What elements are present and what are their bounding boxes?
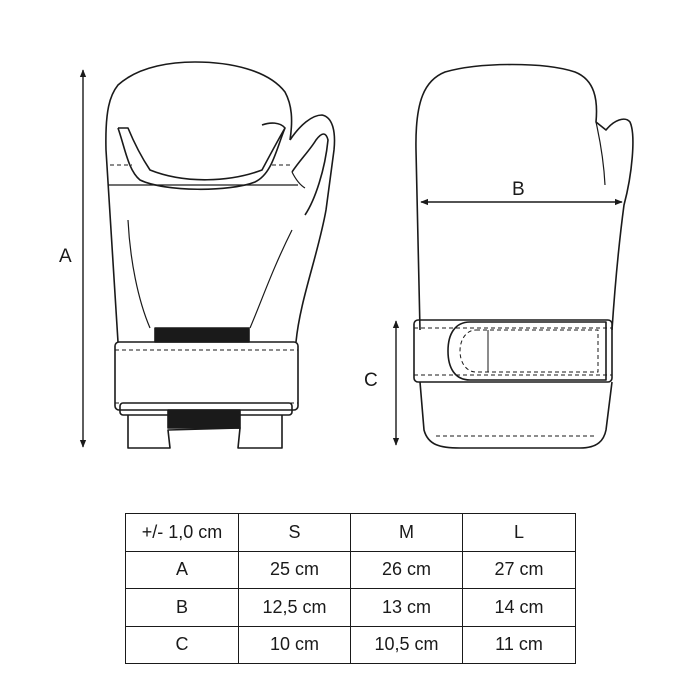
- dimension-b-label: B: [512, 179, 525, 200]
- table-cell: A: [125, 550, 239, 589]
- size-chart-table: +/- 1,0 cm S M L A 25 cm 26 cm 27 cm B 1…: [125, 513, 576, 664]
- glove-back-strap-tab: [447, 321, 607, 381]
- table-cell: C: [125, 625, 239, 664]
- table-cell: 13 cm: [350, 588, 463, 627]
- table-row: A 25 cm 26 cm 27 cm: [125, 550, 576, 589]
- glove-front-inner-dark: [167, 409, 241, 429]
- glove-front-view: [105, 61, 336, 449]
- table-cell: 10 cm: [238, 625, 351, 664]
- dimension-a-label: A: [59, 246, 72, 267]
- table-header-cell: +/- 1,0 cm: [125, 513, 239, 552]
- glove-back-view: [413, 63, 634, 449]
- dimension-c-label: C: [364, 370, 378, 391]
- glove-front-finger-pad: [117, 122, 286, 191]
- table-cell: 10,5 cm: [350, 625, 463, 664]
- table-header-row: +/- 1,0 cm S M L: [125, 513, 576, 552]
- table-header-cell: S: [238, 513, 351, 552]
- table-row: B 12,5 cm 13 cm 14 cm: [125, 588, 576, 627]
- glove-front-thumb: [291, 133, 329, 216]
- glove-front-cuff: [114, 341, 299, 411]
- dimension-markers: [79, 69, 623, 448]
- glove-front-body: [105, 61, 336, 343]
- table-header-cell: L: [462, 513, 576, 552]
- glove-front-palm-dark: [154, 327, 250, 343]
- glove-back-strap: [413, 319, 613, 383]
- table-cell: 26 cm: [350, 550, 463, 589]
- table-row: C 10 cm 10,5 cm 11 cm: [125, 625, 576, 664]
- glove-front-opening: [127, 415, 283, 449]
- table-cell: 14 cm: [462, 588, 576, 627]
- table-cell: B: [125, 588, 239, 627]
- table-cell: 11 cm: [462, 625, 576, 664]
- table-cell: 25 cm: [238, 550, 351, 589]
- table-header-cell: M: [350, 513, 463, 552]
- table-cell: 12,5 cm: [238, 588, 351, 627]
- table-cell: 27 cm: [462, 550, 576, 589]
- glove-size-diagram: A B C: [59, 61, 634, 449]
